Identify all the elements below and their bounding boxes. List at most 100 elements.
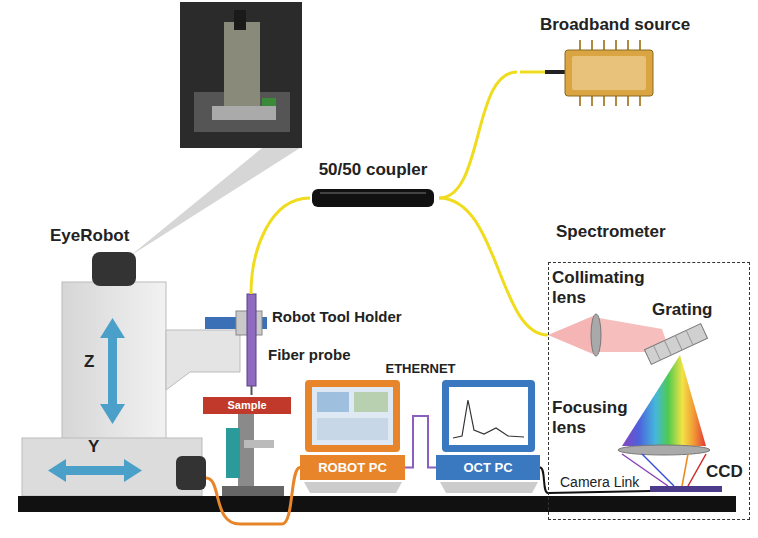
axis-arrow <box>124 459 142 482</box>
annotation-label: Z <box>84 352 94 372</box>
light-source <box>627 40 629 50</box>
light-source <box>520 40 653 106</box>
axis-arrow <box>100 318 125 338</box>
light-source <box>572 56 646 90</box>
robot-body <box>166 330 240 390</box>
spectrometer-optics <box>548 316 593 354</box>
spectrometer-optics <box>654 346 661 361</box>
monitor <box>440 482 538 493</box>
sample-stage <box>226 428 240 478</box>
optical-fiber <box>439 198 548 335</box>
monitor <box>453 400 524 438</box>
annotation-label: CCD <box>706 462 743 482</box>
table-top <box>18 496 736 512</box>
spectrometer-optics <box>686 330 693 345</box>
spectrometer-optics <box>548 314 722 492</box>
robot-photo <box>224 22 260 108</box>
annotation-label: Robot Tool Holder <box>272 308 402 325</box>
callout-wedge <box>130 148 300 256</box>
spectrometer-optics <box>622 355 706 446</box>
light-source <box>579 96 581 106</box>
pc-label-box: OCT PC <box>436 455 540 480</box>
light-source <box>520 71 545 74</box>
light-source <box>545 70 565 74</box>
annotation-label: Fiber probe <box>268 346 351 363</box>
light-source <box>615 40 617 50</box>
robot-photo <box>180 2 302 148</box>
table-top <box>18 496 736 512</box>
robot-body: EyeRobot <box>20 222 206 495</box>
monitor <box>312 387 393 445</box>
optical-fiber <box>439 72 517 198</box>
node-label: ROBOT PC <box>318 460 387 476</box>
node-label: Sample <box>227 399 266 412</box>
robot-body <box>176 456 206 490</box>
monitor <box>317 418 388 440</box>
sample-box: Sample <box>203 397 291 414</box>
light-source <box>603 96 605 106</box>
ccd-cable <box>548 491 650 493</box>
tool-holder <box>251 386 253 395</box>
light-source <box>591 96 593 106</box>
coupler-body <box>312 189 434 207</box>
light-source <box>639 40 641 50</box>
sample-stage <box>222 486 284 496</box>
fiber-coupler: 50/50 coupler <box>307 160 439 215</box>
annotation-label: Collimating lens <box>552 268 652 307</box>
robot-photo <box>212 106 276 120</box>
coupler-body <box>320 192 426 194</box>
node-label: 50/50 coupler <box>307 160 439 180</box>
callout-wedge <box>130 148 300 256</box>
light-source <box>639 96 641 106</box>
monitor <box>317 392 349 412</box>
node-label: Spectrometer <box>556 222 666 242</box>
node-label: EyeRobot <box>50 226 129 246</box>
spectrometer-optics <box>664 341 671 356</box>
camera-link-cable <box>540 468 548 494</box>
spectrometer-optics <box>642 454 674 486</box>
robot-body <box>22 252 240 496</box>
axis-arrow <box>48 459 66 482</box>
tool-holder <box>247 294 256 386</box>
node-label: Broadband source <box>517 15 713 35</box>
monitor <box>305 380 400 452</box>
light-source <box>615 96 617 106</box>
monitor <box>354 392 388 412</box>
light-source <box>591 40 593 50</box>
axis-arrow <box>108 335 117 407</box>
spectrometer-optics <box>675 335 682 350</box>
spectrometer-optics <box>645 324 708 365</box>
ccd-cable <box>548 491 650 493</box>
annotation-label: Grating <box>652 300 712 320</box>
spectrometer-optics <box>645 324 708 365</box>
spectrometer-optics <box>618 445 710 455</box>
sample-stage <box>244 440 274 448</box>
tool-holder <box>205 294 267 395</box>
spectrometer-optics <box>591 314 601 356</box>
robot-photo <box>262 98 276 106</box>
probe-fiber <box>251 198 310 294</box>
annotation-label: Focusing lens <box>552 398 637 437</box>
coupler-body <box>312 189 434 207</box>
edge-label: Camera Link <box>558 474 641 490</box>
light-source <box>565 50 653 96</box>
monitor <box>304 482 402 493</box>
robot-photo <box>180 2 302 148</box>
sample-stage <box>238 414 254 496</box>
annotation-label: Y <box>88 437 99 457</box>
spectrometer-optics <box>682 454 688 486</box>
pc-label-box: ROBOT PC <box>300 455 405 480</box>
axis-arrow <box>62 466 128 475</box>
edge-label: ETHERNET <box>383 362 457 377</box>
robot-body <box>22 438 202 496</box>
robot-body <box>62 282 166 442</box>
light-source: Broadband source <box>517 15 713 112</box>
monitor <box>442 380 535 452</box>
monitor <box>449 387 528 445</box>
robot-cable <box>206 468 300 525</box>
light-source <box>579 40 581 50</box>
probe-fiber <box>251 198 310 294</box>
spectrometer-optics <box>650 486 722 492</box>
ethernet-cable <box>405 416 436 468</box>
robot-body <box>92 252 136 286</box>
